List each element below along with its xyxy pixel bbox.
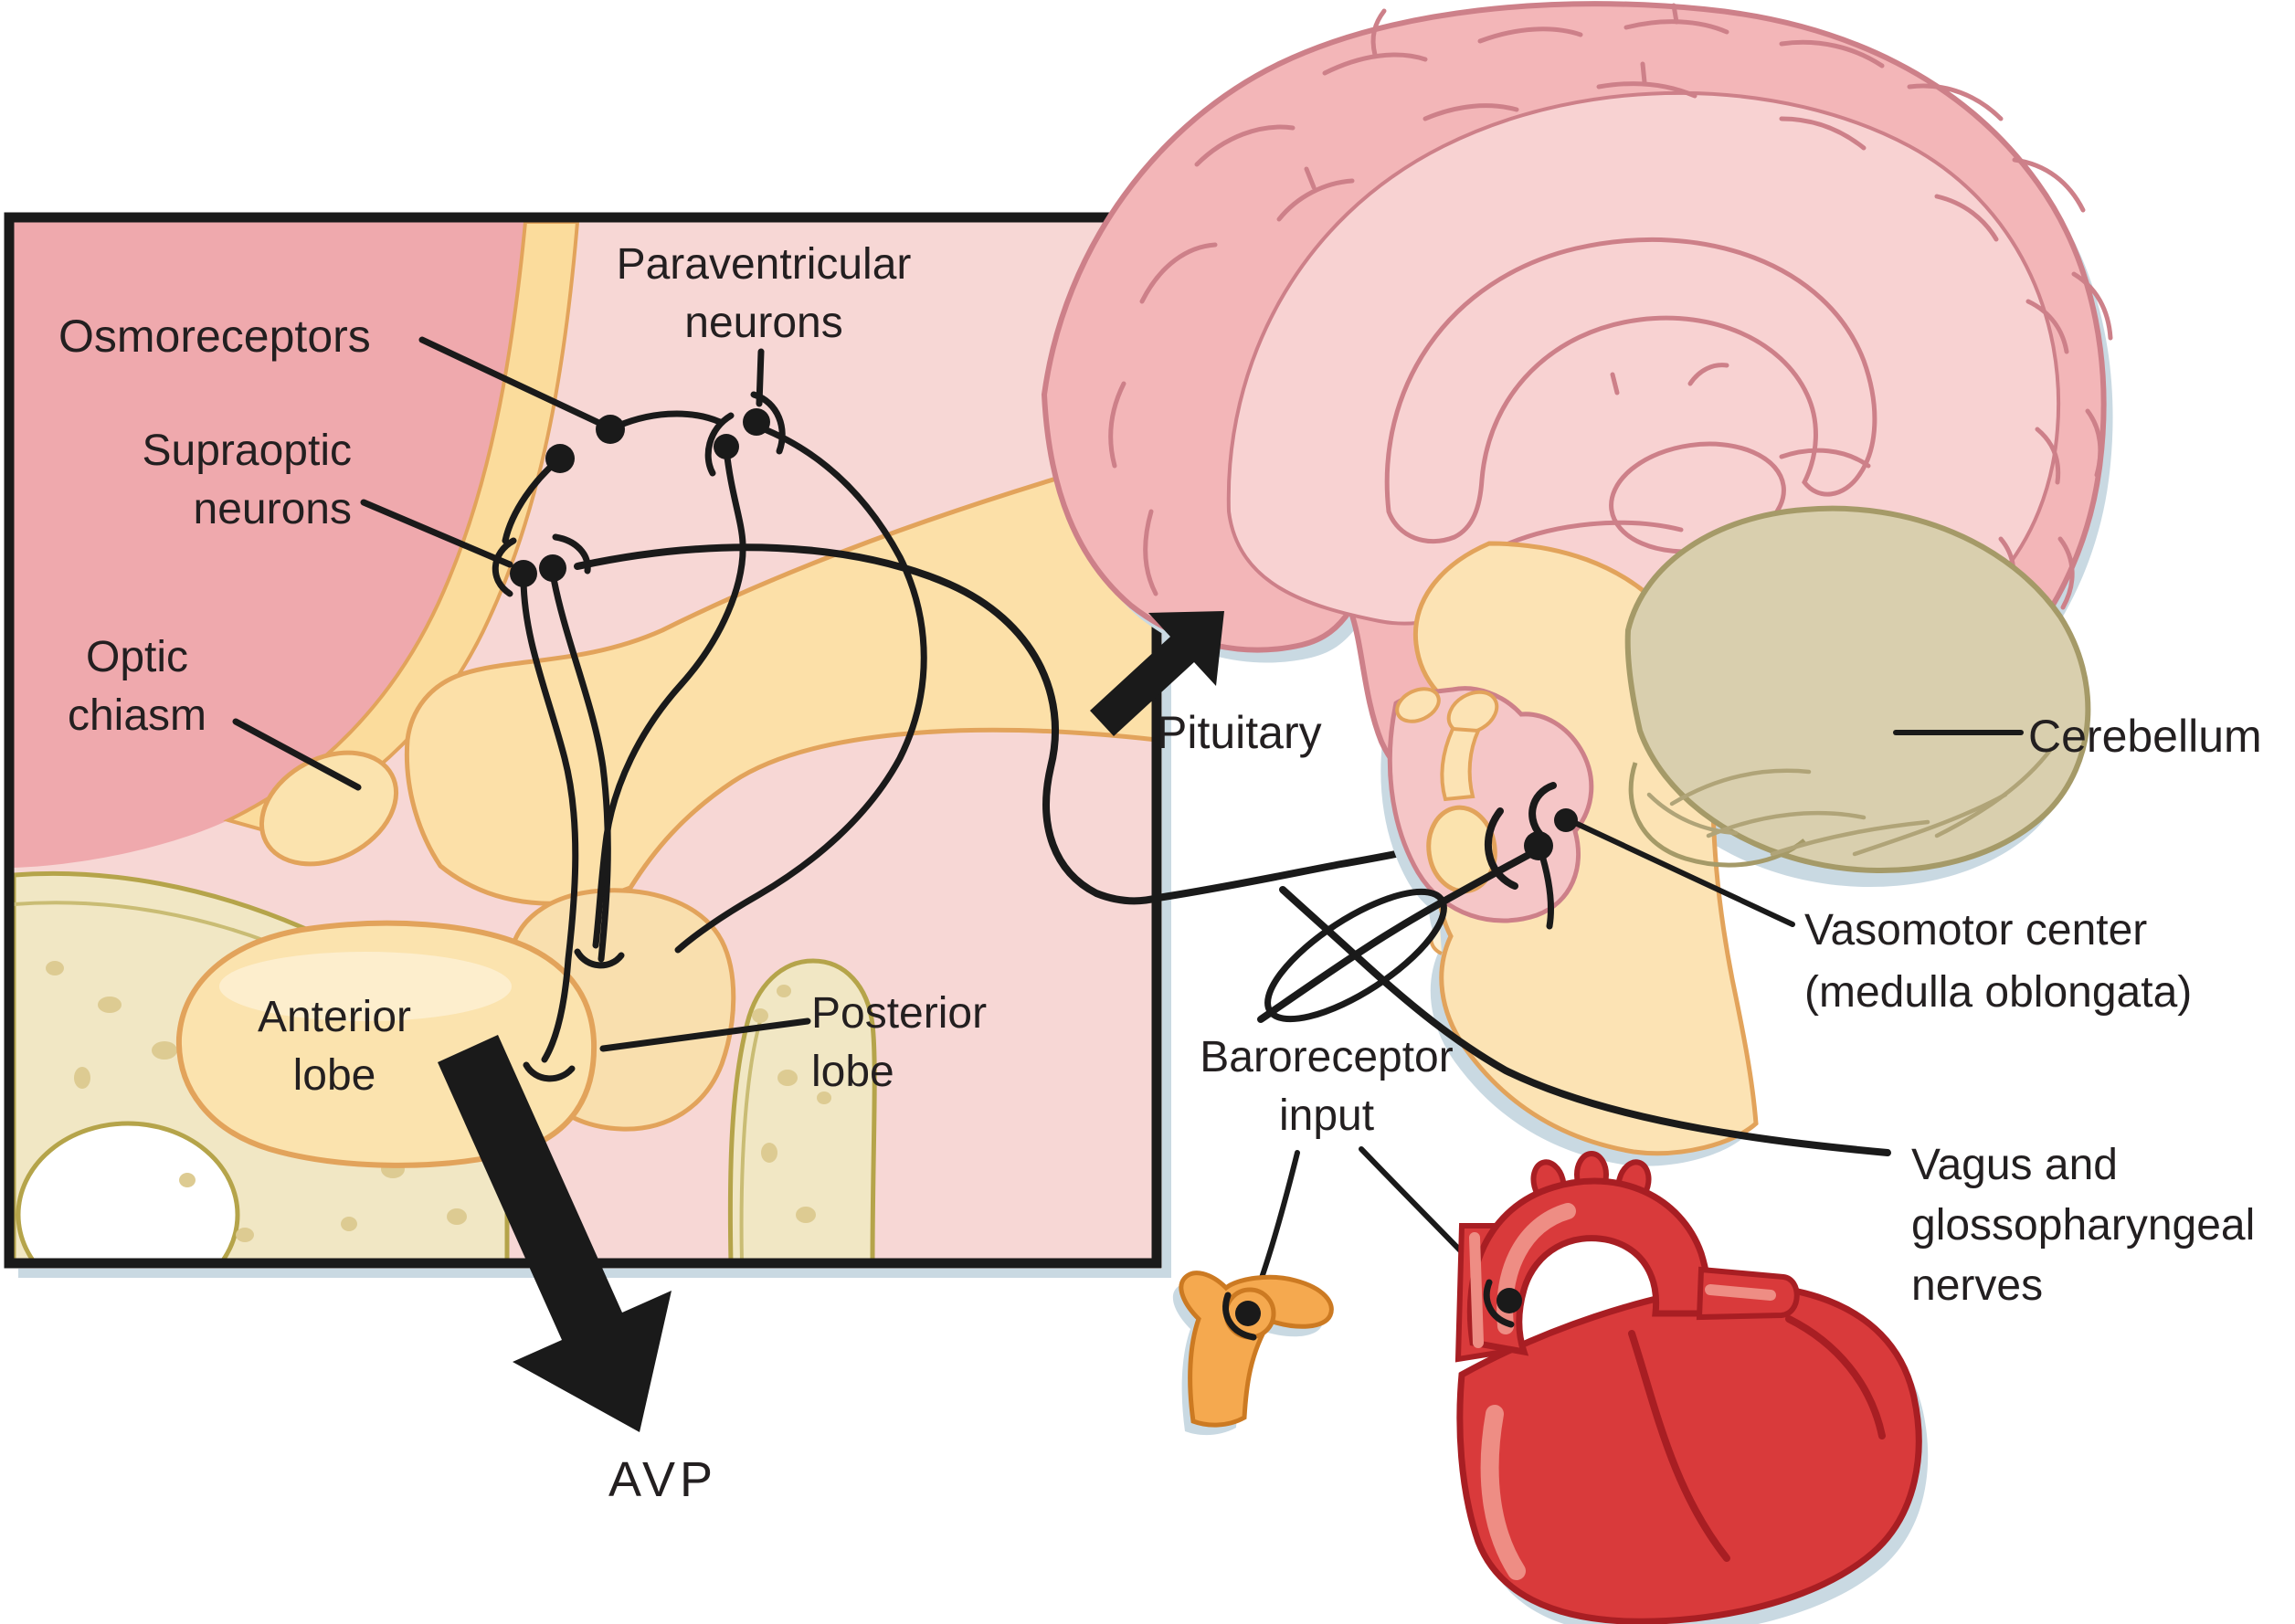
label-vagus-glossopharyngeal: Vagus and glossopharyngeal nerves (1911, 1135, 2255, 1316)
pvn-neuron-dot-1 (714, 434, 739, 459)
corpus-callosum (1384, 237, 1877, 544)
heart (1454, 1151, 1929, 1624)
label-paraventricular-neurons: Paraventricular neurons (581, 236, 947, 353)
cerebellum-shape (1624, 505, 2091, 873)
nerve-bundle-ellipse (1264, 888, 1447, 1023)
cardiac-baroreceptor-dot (1497, 1288, 1522, 1313)
label-cerebellum: Cerebellum (2028, 711, 2262, 762)
osmoreceptors-leader-line (418, 336, 607, 428)
label-osmoreceptors: Osmoreceptors (58, 311, 371, 362)
label-supraoptic-neurons: Supraoptic neurons (87, 422, 352, 539)
label-anterior-lobe-line1: Anterior (257, 993, 412, 1041)
posterior-lobe-leader-line (599, 1018, 811, 1052)
cerebellum-inferior-lobe (1628, 762, 1806, 868)
optic-chiasm-shape (259, 750, 399, 867)
label-vasomotor-center: Vasomotor center (medulla oblongata) (1804, 900, 2192, 1024)
label-posterior-lobe-line2: lobe (811, 1048, 894, 1096)
label-pituitary: Pituitary (1157, 707, 1322, 758)
son-axon-2 (549, 570, 611, 963)
label-baroreceptor-line1: Baroreceptor (1200, 1033, 1454, 1081)
pituitary-pointer-arrow (1090, 611, 1224, 736)
axon-terminal-cup-1 (523, 1061, 576, 1082)
label-anterior-lobe: Anterior lobe (197, 988, 471, 1105)
vasomotor-to-hypothalamus-pathway (574, 543, 1562, 905)
label-optic-chiasm: Optic chiasm (23, 628, 251, 745)
carotid-baroreceptor-dot (1235, 1301, 1261, 1326)
carotid-bifurcation (1172, 1271, 1334, 1436)
neuron-cell-bodies (510, 408, 770, 587)
label-vagus-line1: Vagus and (1911, 1141, 2118, 1189)
label-baroreceptor-input: Baroreceptor input (1144, 1028, 1509, 1145)
son-axon-1 (520, 574, 579, 1063)
label-posterior-lobe-line1: Posterior (811, 989, 988, 1038)
optic-chiasm-leader-line (232, 718, 362, 791)
carotid-baroreceptor-crescent (1222, 1292, 1257, 1341)
label-vasomotor-line2: (medulla oblongata) (1804, 968, 2193, 1017)
cerebellum-striations (1646, 746, 2054, 857)
osmoreceptor-dot-2 (545, 444, 575, 473)
optic-chiasm-small (1395, 687, 1441, 723)
bone-cortical-line (739, 1020, 762, 1263)
hypothalamic-neuron-network (232, 336, 1562, 1082)
axon-terminal-cup-2 (574, 948, 625, 969)
label-supraoptic-line1: Supraoptic (142, 427, 352, 475)
son-neuron-dot-2 (539, 554, 566, 582)
label-vagus-line2: glossopharyngeal (1911, 1201, 2256, 1250)
supraoptic-leader-line (360, 499, 513, 568)
label-optic-chiasm-line2: chiasm (67, 691, 207, 740)
label-avp: AVP (608, 1452, 718, 1507)
sella-bone-right (727, 958, 877, 1263)
label-paraventricular-line2: neurons (684, 299, 843, 347)
inset-dark-pink-region (14, 222, 525, 868)
vagus-glossopharyngeal-nerve-line (1279, 886, 1891, 1156)
pvn-neuron-dot-2 (743, 408, 770, 436)
label-posterior-lobe: Posterior lobe (811, 985, 987, 1102)
pvn-crescent-left (704, 412, 735, 477)
pvn-axon (592, 446, 746, 949)
brain-sagittal (1041, 1, 2113, 1166)
carotid-vessel (1179, 1271, 1334, 1428)
vasomotor-neuron-dot-1 (1554, 808, 1578, 832)
anterior-lobe-highlight (219, 952, 512, 1021)
son-crescent-left (492, 537, 517, 597)
infundibulum (1440, 726, 1482, 802)
osmoreceptor-dot-1 (596, 415, 625, 444)
pvn-crescent-right (750, 391, 786, 455)
vasomotor-leader-line (1571, 819, 1795, 927)
pvn-sweeping-axon (674, 424, 927, 954)
sphenoid-sinus (16, 1121, 240, 1263)
avp-release-arrow (438, 1035, 672, 1432)
medulla-crescent-large (1485, 807, 1518, 890)
inset-box-border (4, 212, 1162, 1269)
heart-body (1456, 1282, 1922, 1624)
cardiac-baroreceptor-crescent (1483, 1279, 1515, 1328)
vasomotor-neuron-dot-2 (1524, 831, 1553, 860)
label-vasomotor-line1: Vasomotor center (1804, 906, 2148, 954)
medulla-descending-line (1257, 846, 1542, 1023)
son-neuron-dot-1 (510, 560, 537, 587)
label-paraventricular-line1: Paraventricular (616, 240, 912, 289)
inset-hypothalamus-panel (9, 217, 1157, 1263)
label-anterior-lobe-line2: lobe (292, 1051, 376, 1100)
label-supraoptic-line2: neurons (193, 485, 352, 533)
label-baroreceptor-line2: input (1278, 1091, 1375, 1140)
label-vagus-line3: nerves (1911, 1261, 2044, 1310)
mammillary-body (1446, 690, 1499, 735)
label-optic-chiasm-line1: Optic (85, 633, 189, 681)
